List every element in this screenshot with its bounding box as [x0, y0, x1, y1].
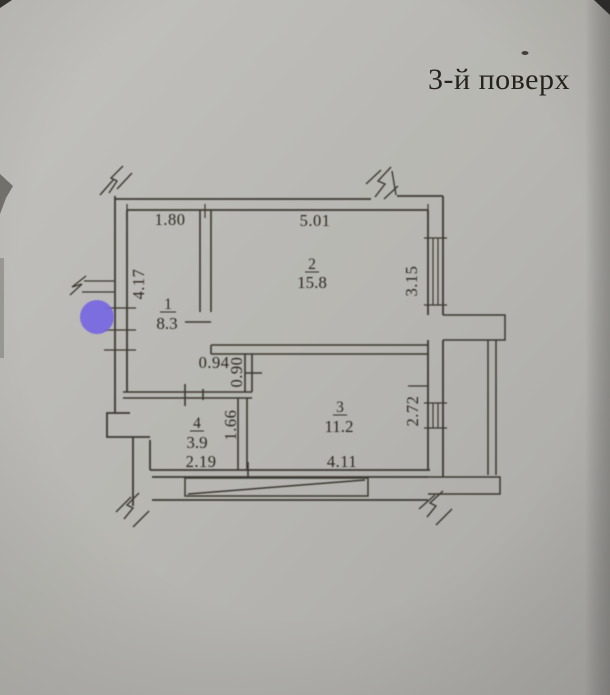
room-2-label: 2 15.8 — [297, 256, 327, 292]
wall-break-icon-top-right — [365, 166, 399, 200]
dim-corridor-width: 0.94 — [199, 353, 230, 372]
right-edge-shadow — [585, 0, 610, 695]
dim-top-right: 5.01 — [300, 211, 331, 230]
exterior-walls — [106, 195, 444, 506]
room-4-area: 3.9 — [186, 433, 207, 452]
dimension-ticks — [126, 204, 429, 218]
room-3-area: 11.2 — [324, 417, 353, 436]
dim-corridor-opening: 0.90 — [227, 357, 246, 388]
location-marker-dot — [80, 300, 114, 334]
wall-break-icon-left-arrow — [69, 275, 114, 296]
room-1-area: 8.3 — [156, 314, 177, 333]
wall-break-icon-top-left — [99, 165, 133, 196]
dim-right-upper-height: 3.15 — [402, 266, 421, 297]
room-4-number: 4 — [193, 415, 201, 432]
window-symbol-room2-right — [424, 237, 447, 306]
dim-top-left: 1.80 — [155, 210, 186, 229]
room-1-number: 1 — [164, 296, 172, 313]
wall-break-icon-bottom-right — [418, 490, 453, 526]
dim-left-height: 4.17 — [129, 269, 148, 300]
right-balcony — [428, 314, 506, 495]
dim-room4-width: 2.19 — [186, 452, 217, 471]
room-labels: 1 8.3 2 15.8 3 11.2 4 3.9 — [156, 256, 353, 452]
dimension-labels: 1.80 5.01 0.94 2.19 4.11 4.17 3.15 2.72 … — [129, 210, 422, 471]
dim-room3-width: 4.11 — [327, 452, 357, 471]
smudge-mark — [521, 51, 529, 55]
photo-edge-artifacts — [0, 0, 610, 358]
room-2-area: 15.8 — [297, 273, 327, 292]
bottom-loggia — [184, 477, 369, 497]
dim-room4-inner-height: 1.66 — [221, 410, 240, 441]
wall-break-icon-bottom-left — [115, 492, 150, 528]
dim-right-lower-height: 2.72 — [403, 396, 422, 427]
room-3-label: 3 11.2 — [324, 399, 353, 436]
page-title: 3-й поверх — [428, 63, 570, 96]
window-symbol-room3-right — [408, 385, 447, 429]
room-4-label: 4 3.9 — [186, 415, 207, 452]
room-3-number: 3 — [336, 399, 344, 416]
room-1-label: 1 8.3 — [156, 296, 177, 333]
interior-walls — [123, 210, 428, 478]
room-2-number: 2 — [308, 256, 316, 273]
title-block: 3-й поверх — [428, 51, 570, 96]
